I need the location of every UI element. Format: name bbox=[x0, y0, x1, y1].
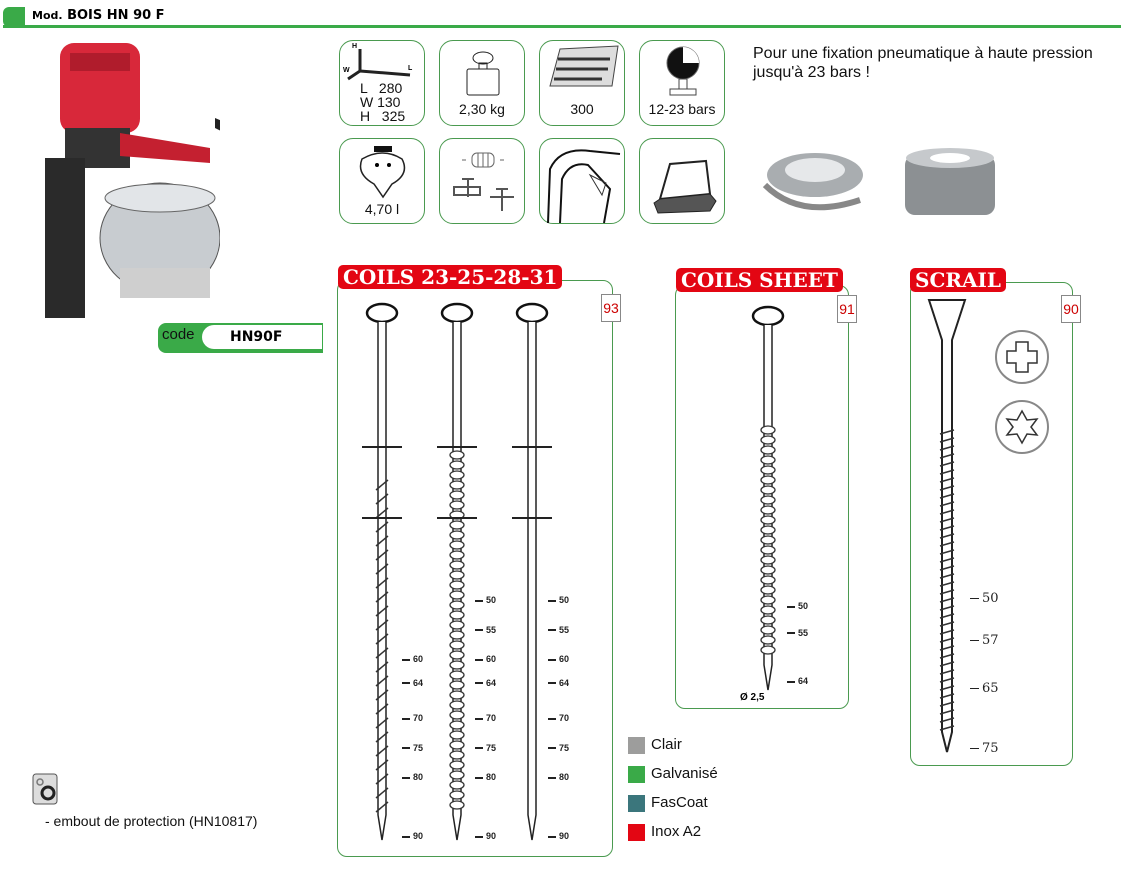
height-value: H 325 bbox=[360, 108, 406, 124]
length-mark: 60 bbox=[548, 654, 569, 664]
length-mark: 57 bbox=[970, 633, 999, 648]
legend-item: Clair bbox=[628, 736, 682, 754]
trigger-icon bbox=[539, 138, 625, 224]
product-code: HN90F bbox=[202, 325, 322, 349]
legend-label: Galvanisé bbox=[651, 765, 718, 782]
pressure-gauge-icon: 12-23 bars bbox=[639, 40, 725, 126]
length-mark: 50 bbox=[475, 595, 496, 605]
length-mark: 80 bbox=[548, 772, 569, 782]
pressure-value: 12-23 bars bbox=[648, 101, 716, 117]
intro-text: Pour une fixation pneumatique à haute pr… bbox=[753, 45, 1093, 81]
length-mark: 70 bbox=[402, 713, 423, 723]
length-mark: 55 bbox=[475, 625, 496, 635]
length-mark: 90 bbox=[402, 831, 423, 841]
head-drive-icons bbox=[995, 330, 1049, 454]
length-mark: 75 bbox=[548, 743, 569, 753]
accessories-icon bbox=[32, 773, 58, 805]
length-mark: 64 bbox=[787, 676, 808, 686]
coils-sheet-section-title: COILS SHEET bbox=[676, 268, 843, 292]
length-mark: 65 bbox=[970, 681, 999, 696]
coil-wire-photo bbox=[905, 148, 995, 215]
length-mark: 75 bbox=[970, 741, 999, 756]
legend-item: FasCoat bbox=[628, 794, 708, 812]
air-consumption-icon: 4,70 l bbox=[339, 138, 425, 224]
length-mark: 90 bbox=[548, 831, 569, 841]
length-mark: 64 bbox=[475, 678, 496, 688]
product-code-badge: code HN90F bbox=[158, 323, 323, 353]
page-ref-91[interactable]: 91 bbox=[837, 295, 857, 323]
weight-icon: 2,30 kg bbox=[439, 40, 525, 126]
length-mark: 50 bbox=[787, 601, 808, 611]
coil-sheet-photo bbox=[762, 153, 863, 211]
length-mark: 90 bbox=[475, 831, 496, 841]
ring-nail bbox=[751, 305, 785, 691]
page-ref-90[interactable]: 90 bbox=[1061, 295, 1081, 323]
length-mark: 75 bbox=[475, 743, 496, 753]
length-mark: 64 bbox=[548, 678, 569, 688]
length-mark: 55 bbox=[787, 628, 808, 638]
legend-label: Inox A2 bbox=[651, 823, 702, 840]
depth-adjust-icon bbox=[439, 138, 525, 224]
length-mark: 50 bbox=[970, 591, 999, 606]
length-mark: 50 bbox=[548, 595, 569, 605]
length-mark: 80 bbox=[402, 772, 423, 782]
length-mark: 55 bbox=[548, 625, 569, 635]
page-ref-93[interactable]: 93 bbox=[601, 294, 621, 322]
diameter-label: Ø 2,5 bbox=[740, 692, 765, 703]
length-mark: 80 bbox=[475, 772, 496, 782]
legend-swatch bbox=[628, 794, 645, 812]
weight-value: 2,30 kg bbox=[459, 101, 505, 117]
length-mark: 70 bbox=[548, 713, 569, 723]
capacity-value: 300 bbox=[570, 101, 594, 117]
legend-item: Inox A2 bbox=[628, 823, 701, 841]
ring-nail bbox=[437, 302, 477, 841]
legend-swatch bbox=[628, 736, 645, 754]
length-mark: 70 bbox=[475, 713, 496, 723]
header-tab bbox=[3, 7, 25, 27]
length-mark: 75 bbox=[402, 743, 423, 753]
page-title: Mod. BOIS HN 90 F bbox=[32, 8, 165, 23]
legend-swatch bbox=[628, 765, 645, 783]
twisted-nail bbox=[362, 302, 402, 841]
length-mark: 64 bbox=[402, 678, 423, 688]
carry-case-icon bbox=[639, 138, 725, 224]
length-mark: 60 bbox=[475, 654, 496, 664]
header-divider bbox=[3, 25, 1121, 28]
legend-label: FasCoat bbox=[651, 794, 708, 811]
width-value: W 130 bbox=[360, 94, 401, 110]
length-value: L 280 bbox=[360, 80, 403, 96]
nailer-photo bbox=[45, 43, 220, 318]
legend-label: Clair bbox=[651, 736, 682, 753]
scrail-section-title: SCRAIL bbox=[910, 268, 1006, 292]
length-mark: 60 bbox=[402, 654, 423, 664]
magazine-capacity-icon: 300 bbox=[539, 40, 625, 126]
legend-swatch bbox=[628, 823, 645, 841]
legend-item: Galvanisé bbox=[628, 765, 718, 783]
accessory-item: - embout de protection (HN10817) bbox=[45, 813, 258, 829]
screw-nail bbox=[927, 299, 967, 753]
smooth-nail bbox=[512, 302, 552, 841]
air-consumption-value: 4,70 l bbox=[364, 201, 400, 217]
coils-section-title: COILS 23-25-28-31 bbox=[338, 265, 563, 289]
